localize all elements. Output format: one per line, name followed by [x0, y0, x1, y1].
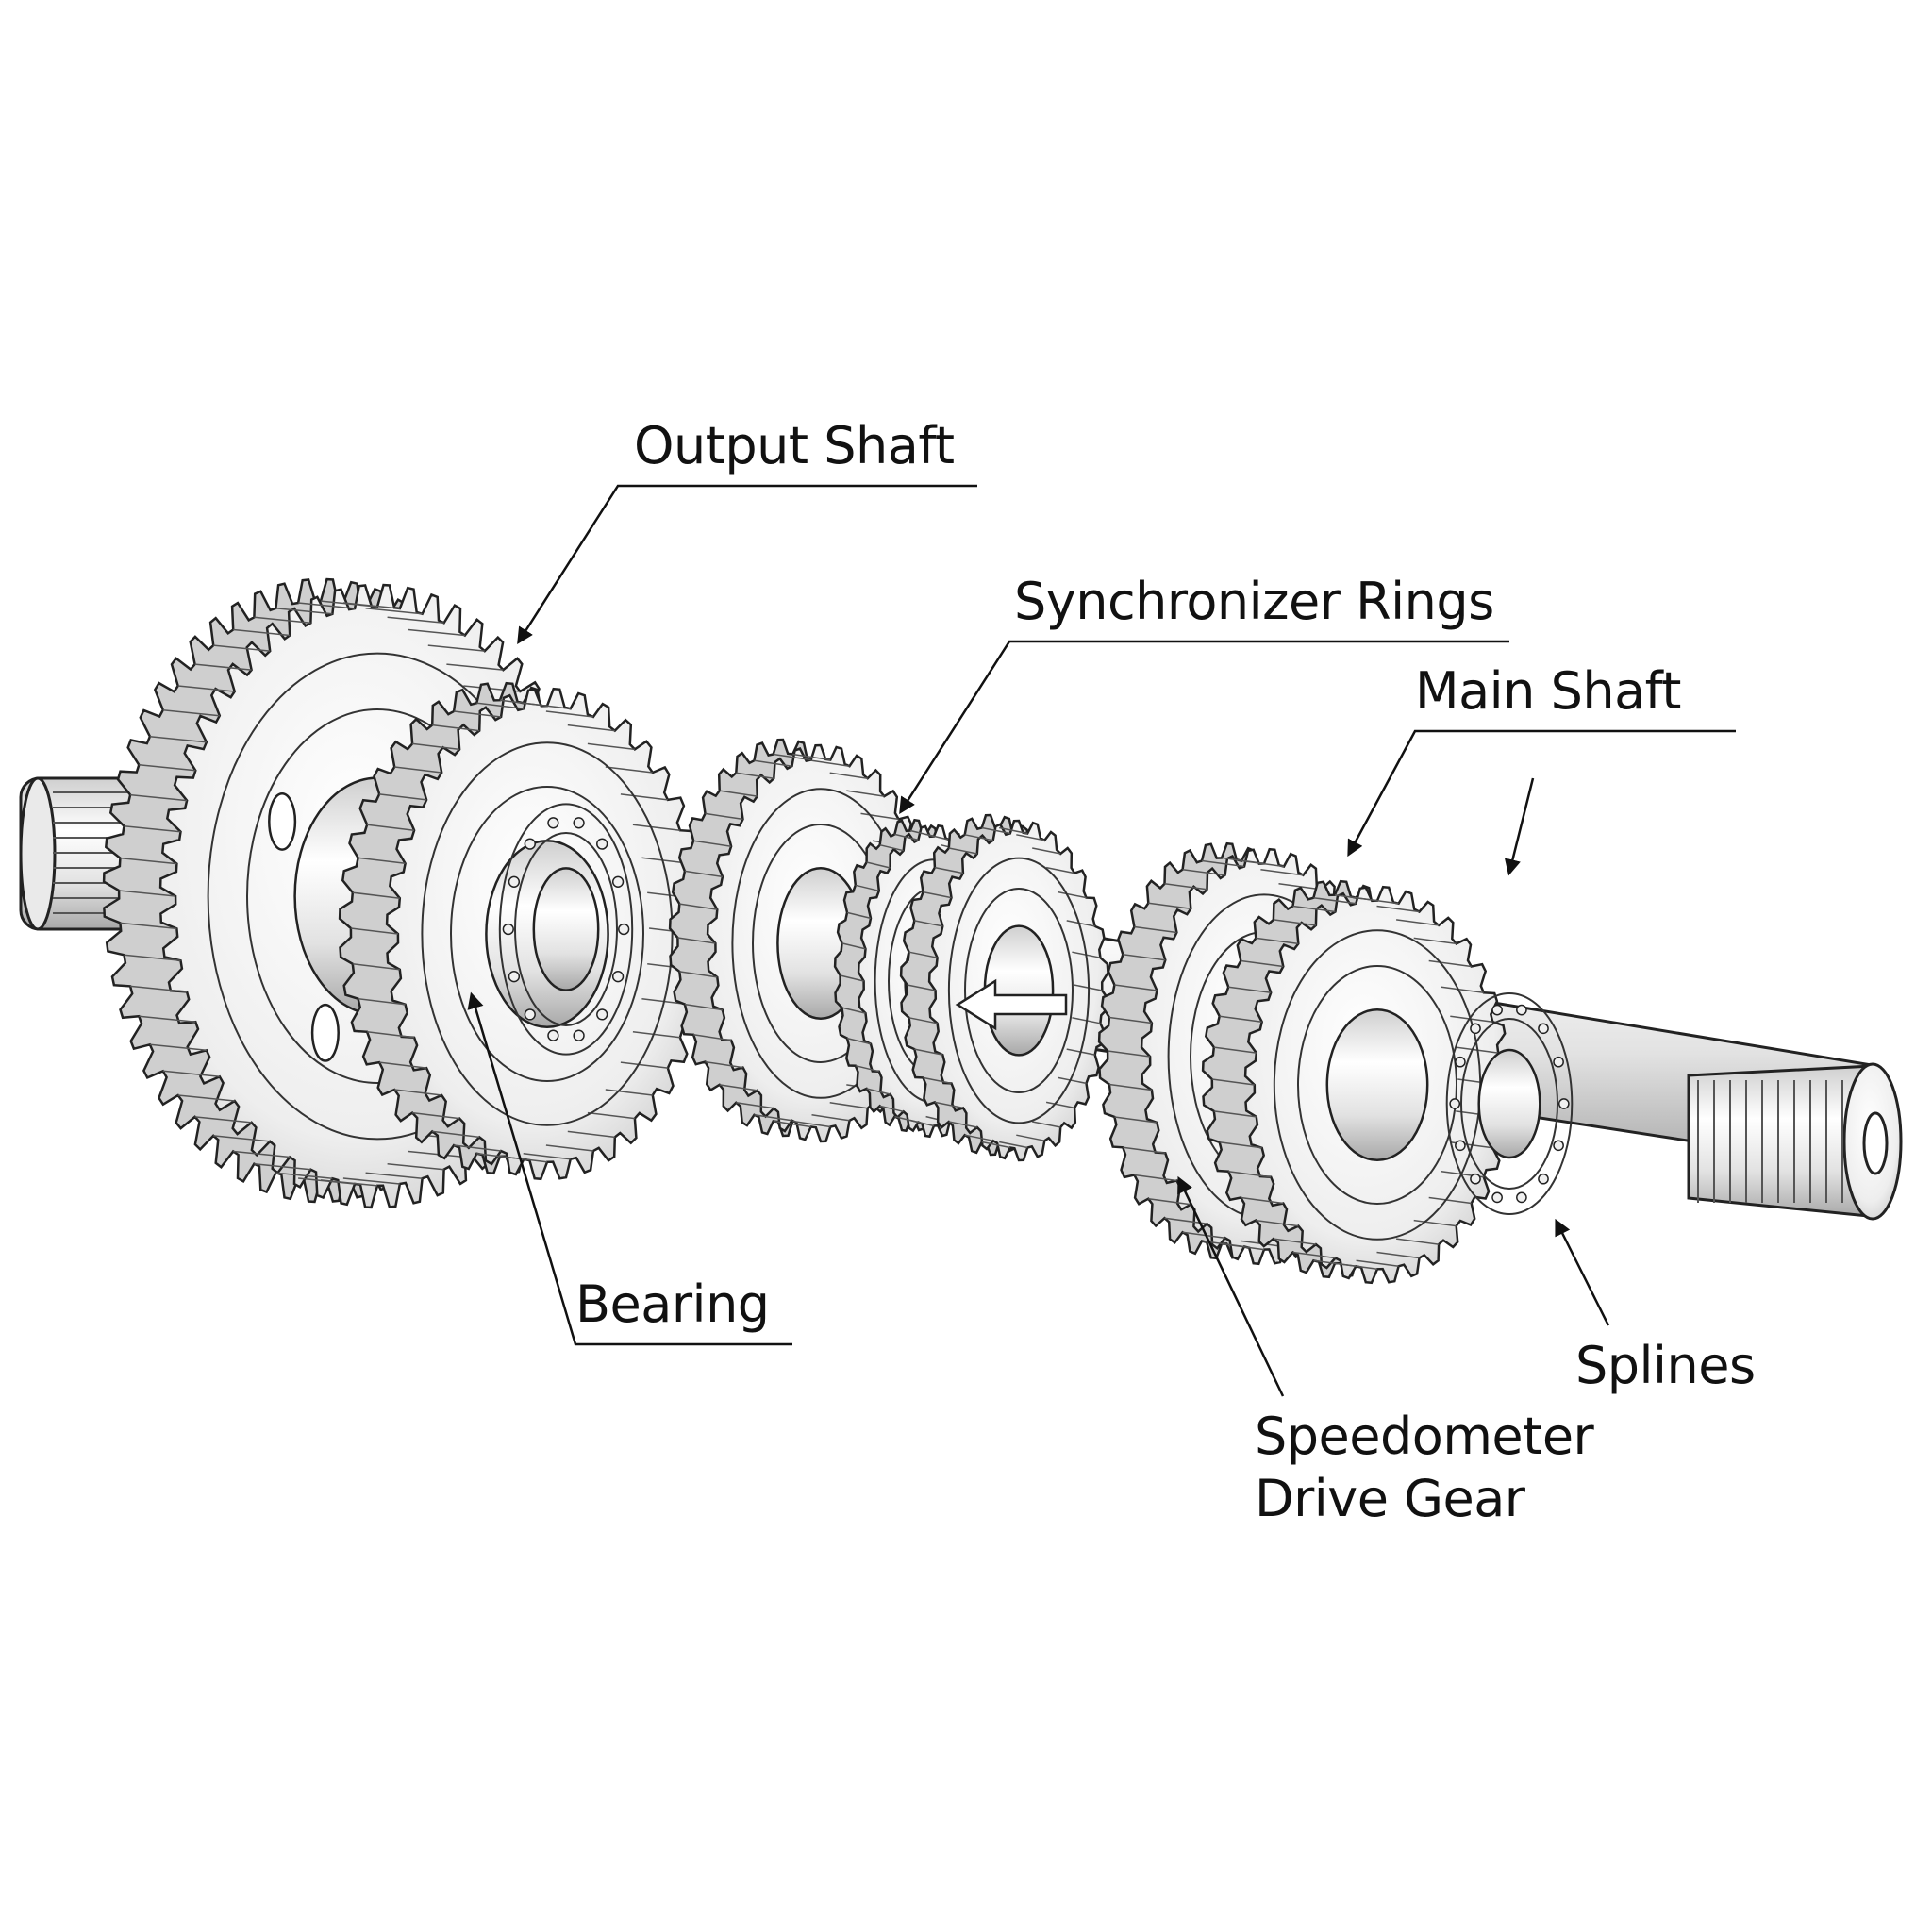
leader-main-shaft — [1347, 729, 1736, 858]
label-synchronizer-rings: Synchronizer Rings — [1014, 572, 1494, 631]
label-bearing: Bearing — [575, 1274, 770, 1334]
label-speedometer-drive-gear: Speedometer Drive Gear — [1255, 1406, 1594, 1530]
rotation-arrow — [955, 978, 1068, 1031]
right-spline-end — [1687, 1062, 1903, 1221]
gear-stack — [104, 579, 1574, 1285]
leader-synchronizer-rings — [899, 640, 1509, 814]
leader-output-shaft — [517, 484, 977, 644]
label-splines: Splines — [1575, 1336, 1756, 1395]
leader-main-shaft-pointer — [1504, 777, 1535, 876]
fourth-gear — [1201, 879, 1511, 1285]
bearing-left — [500, 804, 634, 1056]
left-spline-end — [19, 776, 145, 931]
label-speedometer-line2: Drive Gear — [1255, 1469, 1525, 1528]
label-speedometer-line1: Speedometer — [1255, 1407, 1594, 1466]
leader-speedometer-drive-gear — [1177, 1175, 1285, 1397]
label-main-shaft: Main Shaft — [1415, 661, 1681, 721]
leader-splines — [1555, 1218, 1610, 1326]
bearing-right — [1447, 993, 1574, 1215]
label-output-shaft: Output Shaft — [634, 416, 955, 475]
leader-bearing — [467, 991, 792, 1346]
leader-lines — [467, 484, 1736, 1397]
